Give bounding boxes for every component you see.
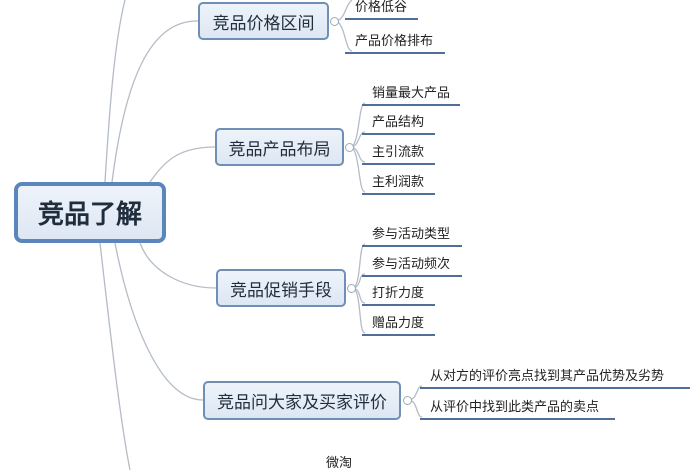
leaf-node[interactable]: 产品结构 bbox=[362, 111, 435, 135]
leaf-node[interactable]: 销量最大产品 bbox=[362, 82, 460, 106]
collapse-toggle[interactable] bbox=[345, 143, 354, 152]
leaf-node[interactable]: 价格低谷 bbox=[345, 0, 418, 20]
branch-node-product-layout[interactable]: 竞品产品布局 bbox=[215, 128, 344, 166]
leaf-node[interactable]: 赠品力度 bbox=[362, 312, 435, 336]
branch-node-reviews[interactable]: 竞品问大家及买家评价 bbox=[203, 381, 401, 420]
collapse-toggle[interactable] bbox=[330, 17, 339, 26]
leaf-node[interactable]: 从对方的评价亮点找到其产品优势及劣势 bbox=[420, 365, 690, 389]
leaf-node[interactable]: 从评价中找到此类产品的卖点 bbox=[420, 396, 615, 420]
leaf-node[interactable]: 主引流款 bbox=[362, 141, 435, 165]
leaf-node[interactable]: 产品价格排布 bbox=[345, 30, 445, 54]
branch-node-promotion[interactable]: 竞品促销手段 bbox=[216, 269, 346, 307]
leaf-node[interactable]: 参与活动类型 bbox=[362, 223, 462, 247]
root-node[interactable]: 竞品了解 bbox=[14, 182, 166, 243]
leaf-node[interactable]: 参与活动频次 bbox=[362, 253, 462, 277]
collapse-toggle[interactable] bbox=[403, 396, 412, 405]
leaf-node[interactable]: 主利润款 bbox=[362, 171, 435, 195]
leaf-node[interactable]: 打折力度 bbox=[362, 282, 435, 306]
branch-node-price-range[interactable]: 竞品价格区间 bbox=[198, 2, 329, 40]
partial-node-weitao[interactable]: 微淘 bbox=[326, 456, 353, 471]
collapse-toggle[interactable] bbox=[347, 284, 356, 293]
